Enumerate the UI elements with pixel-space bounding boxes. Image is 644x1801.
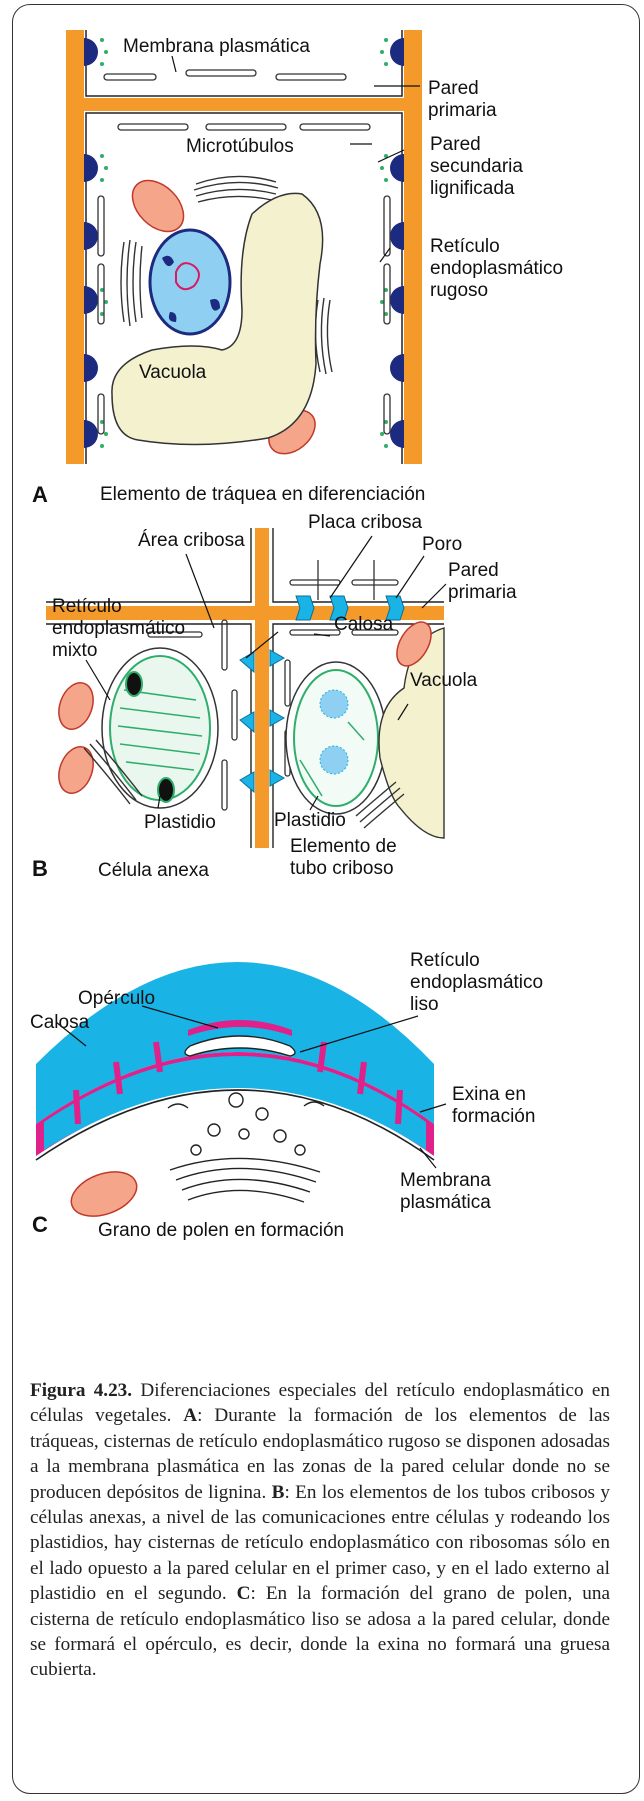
label-pared-primaria-1: Pared <box>428 78 479 99</box>
label-reticulo-3: rugoso <box>430 280 488 301</box>
label-plastidio-right: Plastidio <box>274 810 346 831</box>
label-membrana-plasmatica: Membrana plasmática <box>123 36 310 57</box>
plastid-right <box>286 662 386 814</box>
panel-a: Membrana plasmática Pared primaria Micro… <box>32 30 563 507</box>
panel-c-letter: C <box>32 1212 48 1237</box>
mitochondrion-c <box>65 1164 143 1225</box>
label-calosa-c: Calosa <box>30 1012 90 1033</box>
caption-c-label: C <box>237 1583 251 1604</box>
caption-a-label: A <box>183 1405 197 1426</box>
label-membrana-c-1: Membrana <box>400 1170 491 1191</box>
panel-a-title: Elemento de tráquea en diferenciación <box>100 484 425 505</box>
label-vacuola: Vacuola <box>139 362 207 383</box>
panel-c: Opérculo Calosa Retículo endoplasmático … <box>30 950 543 1241</box>
label-reticulo-liso-3: liso <box>410 994 439 1015</box>
panel-b-title-right-2: tubo criboso <box>290 858 394 879</box>
trachea-cross-wall <box>84 98 404 111</box>
label-reticulo-liso-1: Retículo <box>410 950 480 971</box>
label-microtubulos: Microtúbulos <box>186 136 294 157</box>
label-pared-secundaria-2: secundaria <box>430 156 523 177</box>
label-reticulo-2: endoplasmático <box>430 258 563 279</box>
label-exina-2: formación <box>452 1106 535 1127</box>
label-pared-primaria-2: primaria <box>428 100 497 121</box>
label-exina-1: Exina en <box>452 1084 526 1105</box>
nucleus <box>150 230 230 334</box>
label-reticulo-liso-2: endoplasmático <box>410 972 543 993</box>
label-area-cribosa: Área cribosa <box>138 530 245 551</box>
label-pared-primaria-b-1: Pared <box>448 560 499 581</box>
label-reticulo-mixto-1: Retículo <box>52 596 122 617</box>
vesicles-c <box>168 1093 324 1202</box>
panel-b-letter: B <box>32 856 48 881</box>
label-poro: Poro <box>422 534 462 555</box>
membranes-b <box>46 528 444 848</box>
label-reticulo-mixto-3: mixto <box>52 640 97 661</box>
panel-b-title-right-1: Elemento de <box>290 836 397 857</box>
plastid-left <box>102 648 218 808</box>
sieve-wall-vertical <box>255 528 269 848</box>
panel-a-letter: A <box>32 482 48 507</box>
caption-b-label: B <box>272 1482 285 1503</box>
label-reticulo-1: Retículo <box>430 236 500 257</box>
label-reticulo-mixto-2: endoplasmático <box>52 618 185 639</box>
label-pared-secundaria-1: Pared <box>430 134 481 155</box>
label-pared-primaria-b-2: primaria <box>448 582 517 603</box>
trachea-wall-right <box>404 30 422 464</box>
panel-c-title: Grano de polen en formación <box>98 1220 344 1241</box>
panel-b: Área cribosa Placa cribosa Poro Pared pr… <box>32 512 517 881</box>
label-membrana-c-2: plasmática <box>400 1192 491 1213</box>
label-placa-cribosa: Placa cribosa <box>308 512 422 533</box>
label-pared-secundaria-3: lignificada <box>430 178 515 199</box>
label-plastidio-left: Plastidio <box>144 812 216 833</box>
figure-caption: Figura 4.23. Diferenciaciones especiales… <box>30 1378 610 1683</box>
caption-figure-label: Figura 4.23. <box>30 1380 132 1401</box>
panel-b-title-left: Célula anexa <box>98 860 209 881</box>
label-vacuola-b: Vacuola <box>410 670 478 691</box>
label-operculo: Opérculo <box>78 988 155 1009</box>
label-calosa-b: Calosa <box>334 614 394 635</box>
trachea-wall-left <box>66 30 84 464</box>
